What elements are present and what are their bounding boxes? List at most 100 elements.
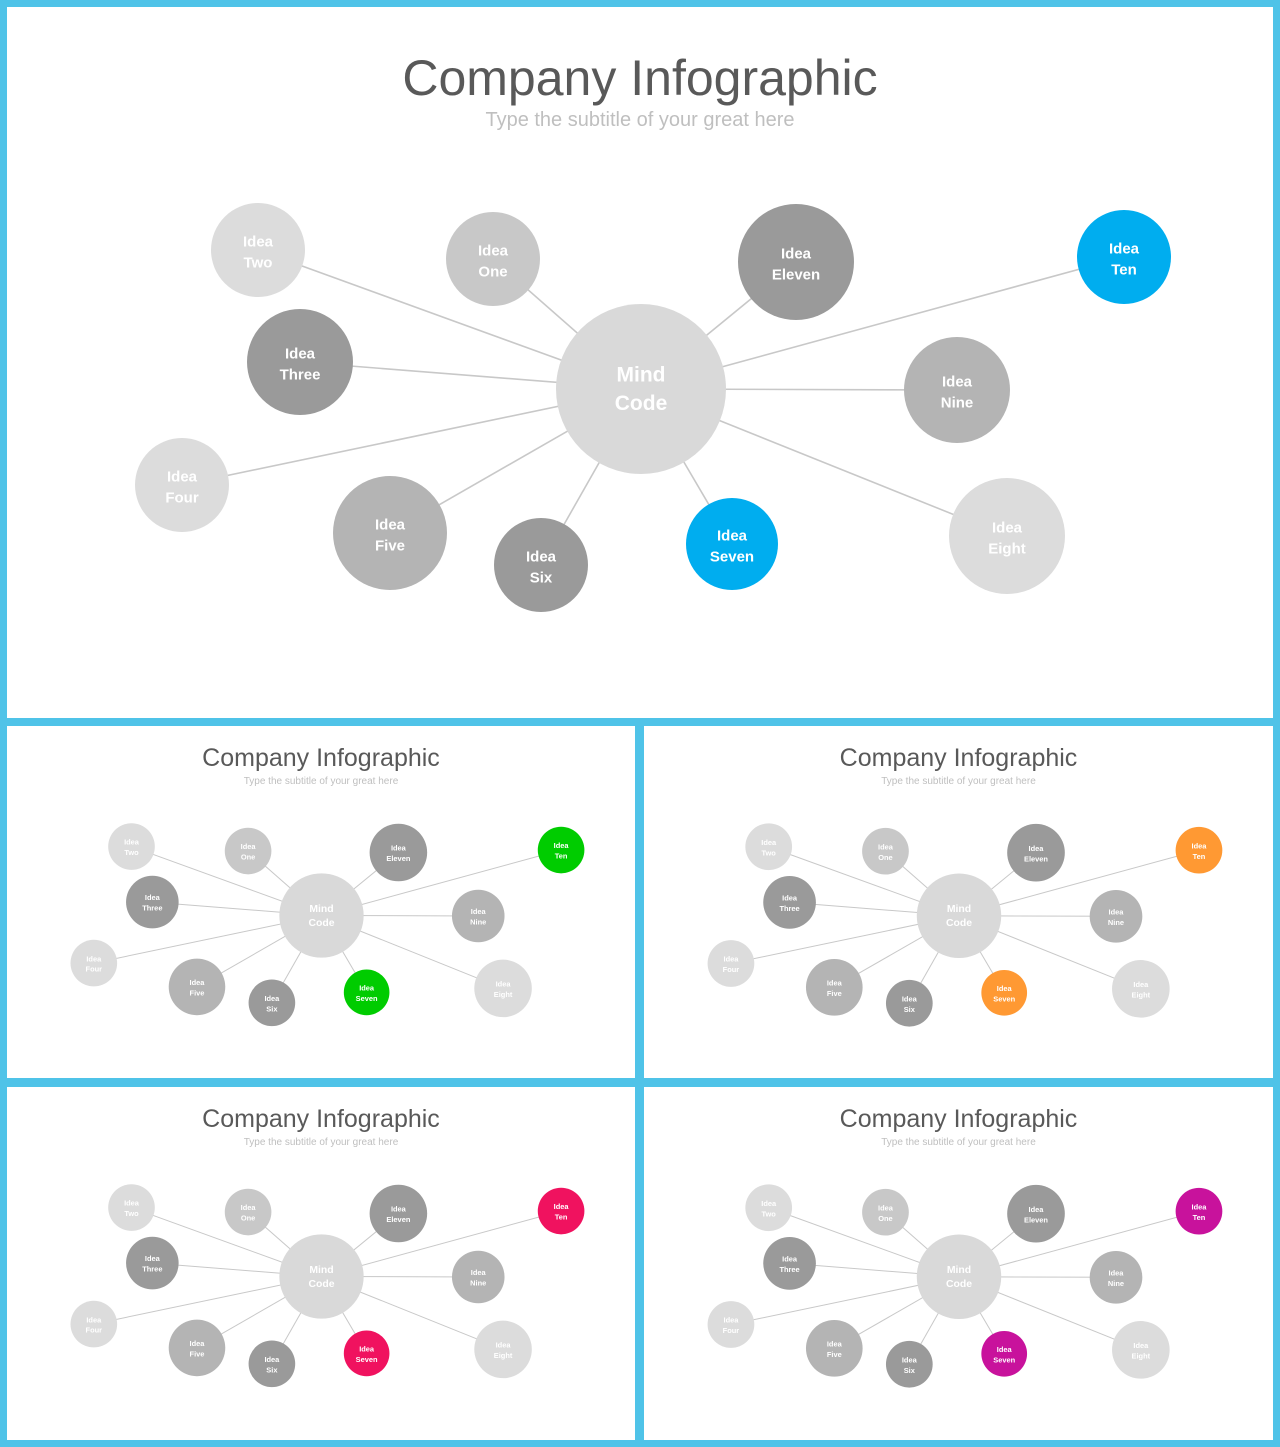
idea-node-label: One (478, 263, 507, 280)
idea-node-circle (343, 1330, 390, 1377)
slide-title: Company Infographic (202, 1105, 440, 1133)
mind-map-diagram: MindCodeIdeaTwoIdeaOneIdeaElevenIdeaTenI… (70, 823, 585, 1027)
idea-node-label: Seven (356, 1355, 378, 1364)
idea-node-label: Idea (471, 1268, 487, 1277)
idea-node-label: Four (723, 965, 740, 974)
idea-node-label: Idea (359, 984, 375, 993)
idea-node-label: Idea (391, 844, 407, 853)
idea-node-circle (70, 1300, 118, 1348)
idea-node-circle (1175, 826, 1223, 874)
idea-node-label: Idea (167, 468, 198, 485)
idea-node-label: Eight (494, 990, 513, 999)
idea-node-label: Idea (724, 1316, 740, 1325)
idea-node-label: Eleven (1024, 1215, 1048, 1224)
idea-node-label: Idea (496, 1341, 512, 1350)
idea-node-circle (333, 476, 447, 590)
idea-node-label: Idea (86, 1315, 102, 1324)
idea-node-label: Idea (761, 1199, 777, 1208)
idea-node-label: Eight (1132, 1351, 1151, 1360)
idea-node-label: Idea (1192, 1202, 1208, 1211)
slide-pink: Company Infographic Type the subtitle of… (7, 1087, 635, 1440)
idea-node-label: Ten (1193, 1213, 1206, 1222)
idea-node-label: Seven (993, 1355, 1015, 1364)
slide-title: Company Infographic (402, 50, 878, 106)
idea-node-label: Idea (190, 978, 206, 987)
idea-node-label: One (241, 1214, 255, 1223)
center-node-label: Code (946, 1279, 972, 1290)
center-node-label: Code (308, 1279, 334, 1290)
idea-node-label: Idea (717, 527, 748, 544)
slide-green: Company Infographic Type the subtitle of… (7, 726, 635, 1078)
idea-node-label: Eleven (1024, 854, 1048, 863)
idea-node-circle (70, 939, 118, 987)
idea-node-circle (211, 203, 305, 297)
idea-node-circle (745, 823, 793, 871)
idea-node-label: Three (280, 366, 321, 383)
idea-node-label: Idea (782, 1255, 798, 1264)
idea-node-label: Four (723, 1326, 740, 1335)
idea-node-label: One (241, 853, 255, 862)
idea-node-label: Idea (782, 894, 798, 903)
idea-node-circle (369, 823, 428, 882)
idea-node-circle (474, 959, 532, 1018)
idea-node-label: Five (827, 989, 842, 998)
idea-node-circle (707, 1301, 755, 1348)
idea-node-label: Idea (124, 1199, 140, 1208)
idea-node-label: Ten (555, 852, 568, 861)
slide-orange: Company Infographic Type the subtitle of… (644, 726, 1273, 1078)
idea-node-label: Five (375, 537, 405, 554)
idea-node-circle (1007, 823, 1065, 882)
idea-node-circle (168, 958, 226, 1016)
idea-node-label: Idea (264, 1355, 280, 1364)
idea-node-circle (885, 1340, 933, 1388)
idea-node-label: Five (827, 1350, 842, 1359)
idea-node-label: Idea (1109, 1268, 1125, 1277)
idea-node-label: Idea (902, 1355, 918, 1364)
center-node-label: Mind (947, 904, 971, 915)
idea-node-label: Idea (145, 1254, 161, 1263)
idea-node-label: Two (124, 1209, 139, 1218)
idea-node-circle (805, 1320, 863, 1377)
idea-node-label: Two (244, 254, 273, 271)
idea-node-label: Idea (1029, 844, 1045, 853)
idea-node-circle (1077, 210, 1171, 304)
idea-node-label: Idea (827, 1339, 843, 1348)
idea-node-label: Nine (470, 1279, 486, 1288)
mind-map-diagram: MindCodeIdeaTwoIdeaOneIdeaElevenIdeaTenI… (707, 823, 1223, 1027)
idea-node-circle (949, 478, 1065, 594)
idea-node-circle (446, 212, 540, 306)
idea-node-label: Idea (942, 373, 973, 390)
idea-node-label: Eight (988, 540, 1026, 557)
idea-node-circle (1175, 1187, 1223, 1235)
idea-node-circle (981, 969, 1028, 1016)
idea-node-label: Idea (359, 1345, 375, 1354)
idea-node-label: Three (142, 1265, 162, 1274)
idea-node-circle (248, 979, 296, 1027)
